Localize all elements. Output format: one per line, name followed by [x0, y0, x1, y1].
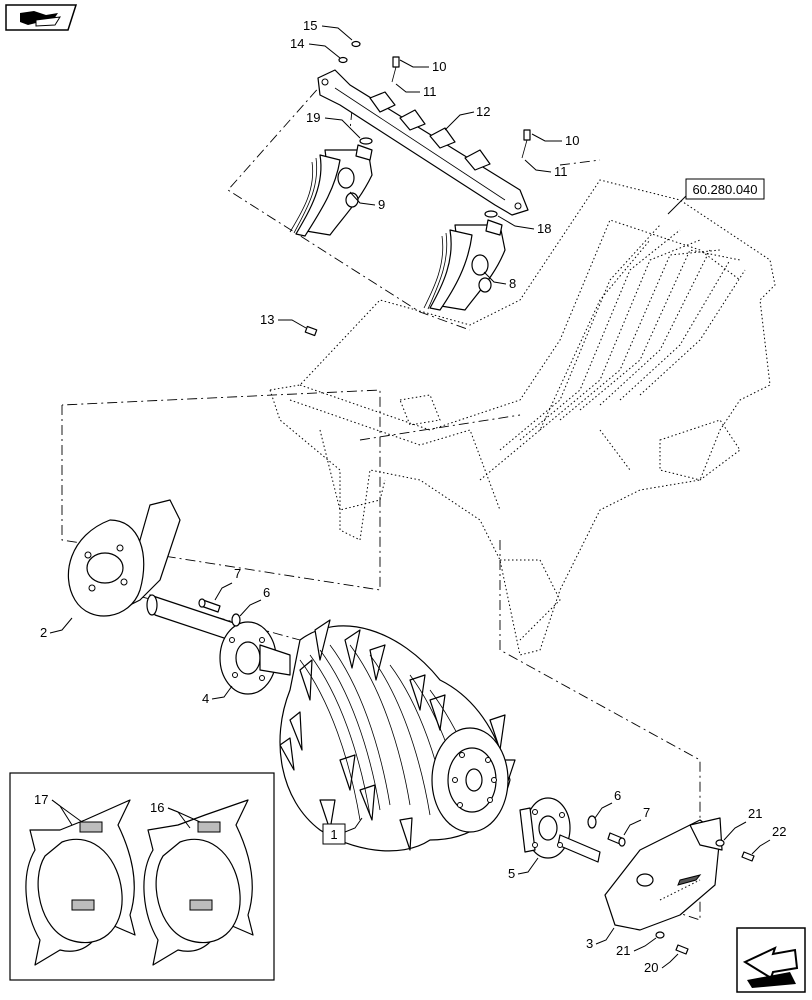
- callout-5[interactable]: 5: [508, 857, 539, 881]
- callout-10-upper-label: 10: [432, 59, 446, 74]
- callout-7-left-label: 7: [234, 566, 241, 581]
- washer-part-21-lower[interactable]: [655, 931, 665, 939]
- callout-7-right[interactable]: 7: [623, 805, 650, 836]
- callout-6-right[interactable]: 6: [594, 788, 621, 819]
- callout-16-label: 16: [150, 800, 164, 815]
- reference-box-label: 60.280.040: [692, 182, 757, 197]
- callout-13[interactable]: 13: [260, 312, 307, 329]
- bolt-part-13[interactable]: [304, 325, 318, 337]
- callout-2[interactable]: 2: [40, 617, 73, 640]
- ring-part-17[interactable]: [25, 799, 136, 966]
- callout-4[interactable]: 4: [202, 685, 233, 706]
- bolt-part-7-left[interactable]: [198, 598, 221, 613]
- callout-4-label: 4: [202, 691, 209, 706]
- callout-11-right[interactable]: 11: [524, 159, 568, 179]
- callout-7-right-label: 7: [643, 805, 650, 820]
- callout-11-upper[interactable]: 11: [395, 83, 437, 99]
- pin-part-18[interactable]: [484, 210, 498, 218]
- pin-part-19[interactable]: [359, 137, 373, 145]
- callout-11-upper-label: 11: [423, 84, 437, 99]
- crossbar-part-12[interactable]: [317, 69, 529, 216]
- callout-3[interactable]: 3: [586, 927, 615, 951]
- callout-21-right-label: 21: [748, 806, 762, 821]
- callout-15-label: 15: [303, 18, 317, 33]
- disk-part-2[interactable]: [67, 499, 181, 617]
- callout-14[interactable]: 14: [290, 36, 341, 59]
- book-navigation-icon[interactable]: [5, 4, 78, 31]
- tine-pack-part-8[interactable]: [423, 219, 506, 311]
- callout-12-label: 12: [476, 104, 490, 119]
- bolt-part-7-right[interactable]: [607, 832, 626, 847]
- callout-18[interactable]: 18: [497, 215, 551, 236]
- ring-part-16[interactable]: [143, 799, 254, 966]
- callout-14-label: 14: [290, 36, 304, 51]
- callout-21-lower-label: 21: [616, 943, 630, 958]
- callout-8-label: 8: [509, 276, 516, 291]
- callout-17-label: 17: [34, 792, 48, 807]
- callout-9-label: 9: [378, 197, 385, 212]
- callout-10-right[interactable]: 10: [531, 133, 579, 148]
- callout-21-right[interactable]: 21: [723, 806, 762, 841]
- callout-3-label: 3: [586, 936, 593, 951]
- callout-6-left[interactable]: 6: [239, 585, 270, 617]
- callout-7-left[interactable]: 7: [214, 566, 241, 601]
- bolt-part-10-right[interactable]: [521, 129, 531, 159]
- callout-10-upper[interactable]: 10: [399, 59, 446, 74]
- tine-pack-part-9[interactable]: [289, 144, 373, 237]
- next-page-arrow-icon[interactable]: [736, 927, 806, 993]
- callout-19-label: 19: [306, 110, 320, 125]
- callout-9[interactable]: 9: [349, 191, 385, 212]
- callout-11-right-label: 11: [554, 164, 568, 179]
- callout-19[interactable]: 19: [306, 110, 361, 139]
- callout-6-right-label: 6: [614, 788, 621, 803]
- callout-10-right-label: 10: [565, 133, 579, 148]
- washer-part-15[interactable]: [351, 40, 361, 48]
- callout-18-label: 18: [537, 221, 551, 236]
- callout-8[interactable]: 8: [483, 271, 516, 291]
- washer-part-21-right[interactable]: [715, 839, 725, 847]
- callout-12[interactable]: 12: [444, 104, 490, 131]
- callout-20-label: 20: [644, 960, 658, 975]
- callout-21-lower[interactable]: 21: [616, 937, 657, 958]
- callout-20[interactable]: 20: [644, 953, 679, 975]
- callout-15[interactable]: 15: [303, 18, 353, 41]
- washer-part-6-right[interactable]: [587, 815, 597, 829]
- rotor-part-1[interactable]: [279, 619, 516, 852]
- callout-5-label: 5: [508, 866, 515, 881]
- callout-16[interactable]: 16: [150, 800, 201, 829]
- reference-box[interactable]: 60.280.040: [667, 178, 765, 215]
- callout-22-label: 22: [772, 824, 786, 839]
- bolt-part-22[interactable]: [741, 851, 755, 862]
- callout-1-label: 1: [330, 827, 337, 842]
- shaft-part-5[interactable]: [519, 797, 601, 863]
- shaft-part-4[interactable]: [146, 594, 291, 695]
- callout-22[interactable]: 22: [751, 824, 786, 855]
- bolt-part-20[interactable]: [675, 944, 689, 955]
- callout-6-left-label: 6: [263, 585, 270, 600]
- frame-outline: [269, 179, 776, 656]
- plate-part-3[interactable]: [604, 817, 723, 931]
- callout-17[interactable]: 17: [34, 792, 83, 826]
- bolt-part-10-upper[interactable]: [391, 56, 400, 83]
- callout-13-label: 13: [260, 312, 274, 327]
- callout-1[interactable]: 1: [322, 817, 363, 845]
- callout-2-label: 2: [40, 625, 47, 640]
- washer-part-6-left[interactable]: [231, 613, 241, 627]
- washer-part-14[interactable]: [338, 56, 348, 64]
